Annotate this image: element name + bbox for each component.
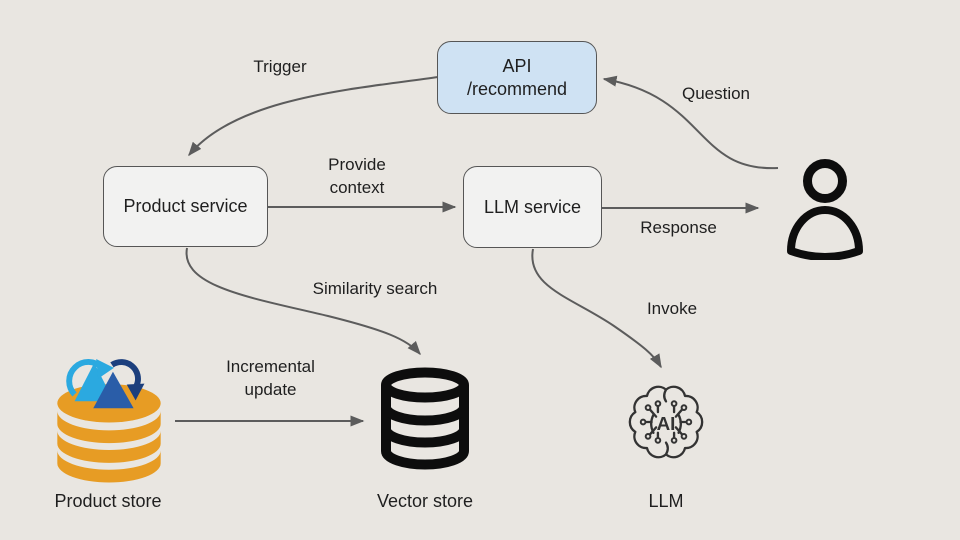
edge-label-incremental-update: Incremental update xyxy=(198,355,343,401)
vector-store-label: Vector store xyxy=(376,491,474,511)
person-icon xyxy=(787,159,863,260)
incremental-update-line1: Incremental xyxy=(226,357,315,376)
node-api-recommend: API /recommend xyxy=(437,41,597,114)
provide-context-line1: Provide xyxy=(328,155,386,174)
node-llm-service: LLM service xyxy=(463,166,602,248)
edge-similarity-search-line xyxy=(185,247,421,356)
brain-ai-badge: AI xyxy=(657,413,676,434)
edge-label-similarity-search: Similarity search xyxy=(312,279,438,298)
edge-label-invoke: Invoke xyxy=(646,299,698,318)
database-sync-icon xyxy=(57,358,161,483)
edge-trigger-line xyxy=(188,76,439,157)
llm-label: LLM xyxy=(648,491,684,511)
edge-label-provide-context: Provide context xyxy=(297,153,417,199)
api-label-line2: /recommend xyxy=(466,78,568,99)
incremental-update-line2: update xyxy=(244,380,297,399)
provide-context-line2: context xyxy=(329,178,385,197)
llm-service-label: LLM service xyxy=(483,196,582,217)
node-product-service: Product service xyxy=(103,166,268,247)
brain-circuit-ai-icon: AI xyxy=(628,385,704,459)
database-icon xyxy=(381,367,469,470)
product-store-label: Product store xyxy=(54,491,162,511)
product-service-label: Product service xyxy=(123,196,248,216)
edge-label-response: Response xyxy=(640,218,717,237)
api-label-line1: API xyxy=(502,55,532,76)
edge-question-line xyxy=(602,75,779,170)
edge-label-trigger: Trigger xyxy=(253,57,307,76)
edge-label-question: Question xyxy=(681,84,751,103)
edge-invoke-line xyxy=(531,248,662,369)
